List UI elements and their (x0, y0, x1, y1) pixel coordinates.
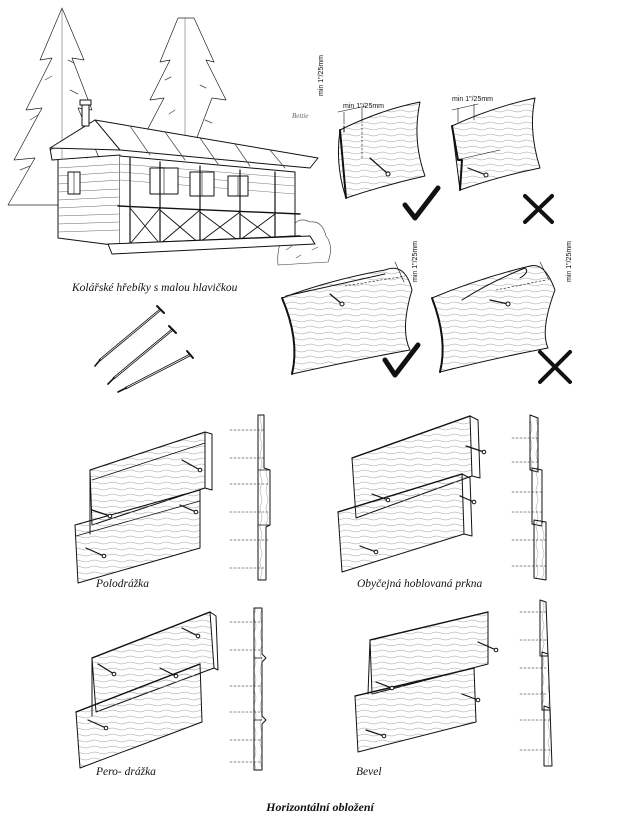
label-planed-boards: Obyčejná hoblovaná prkna (357, 578, 483, 590)
detail-wrong-2 (431, 261, 556, 373)
pero-drazka-boards (75, 611, 219, 769)
detail-correct-1 (337, 101, 426, 199)
planed-boards (337, 415, 487, 573)
planed-section (511, 414, 547, 581)
detail-correct-2 (281, 261, 413, 375)
dimension-label-3: min 1"/25mm (412, 241, 419, 282)
bevel-section (519, 599, 553, 767)
cross-mark-2 (538, 350, 572, 384)
check-mark-1 (402, 185, 441, 221)
page-title: Horizontální obložení (266, 800, 374, 814)
artist-signature: Bettie (292, 112, 309, 120)
bevel-boards (354, 611, 499, 753)
cross-mark-1 (523, 194, 554, 224)
cabin-veranda (107, 157, 316, 255)
dimension-label-2: min 1"/25mm (452, 96, 493, 103)
nails-caption: Kolářské hřebíky s malou hlavičkou (72, 282, 238, 294)
nail-3 (117, 350, 194, 393)
detail-wrong-1 (451, 97, 541, 191)
check-mark-2 (382, 342, 421, 378)
pero-drazka-section (229, 607, 267, 771)
dimension-label-1b: min 1"/25mm (343, 103, 384, 110)
nail-1 (94, 305, 165, 367)
cabin-walls (57, 155, 296, 247)
polodrazka-section (229, 414, 271, 581)
tree-right (141, 17, 227, 141)
dimension-label-1: min 1"/25mm (318, 55, 325, 96)
dimension-label-4: min 1"/25mm (566, 241, 573, 282)
nail-2 (107, 325, 177, 385)
label-pero-drazka: Pero- drážka (96, 766, 156, 778)
nails-illustration (94, 305, 194, 393)
cabin-illustration (7, 7, 331, 266)
label-polodrazka: Polodrážka (96, 578, 150, 590)
cabin-roof (49, 119, 319, 169)
label-bevel: Bevel (356, 766, 382, 778)
polodrazka-boards (74, 431, 213, 584)
